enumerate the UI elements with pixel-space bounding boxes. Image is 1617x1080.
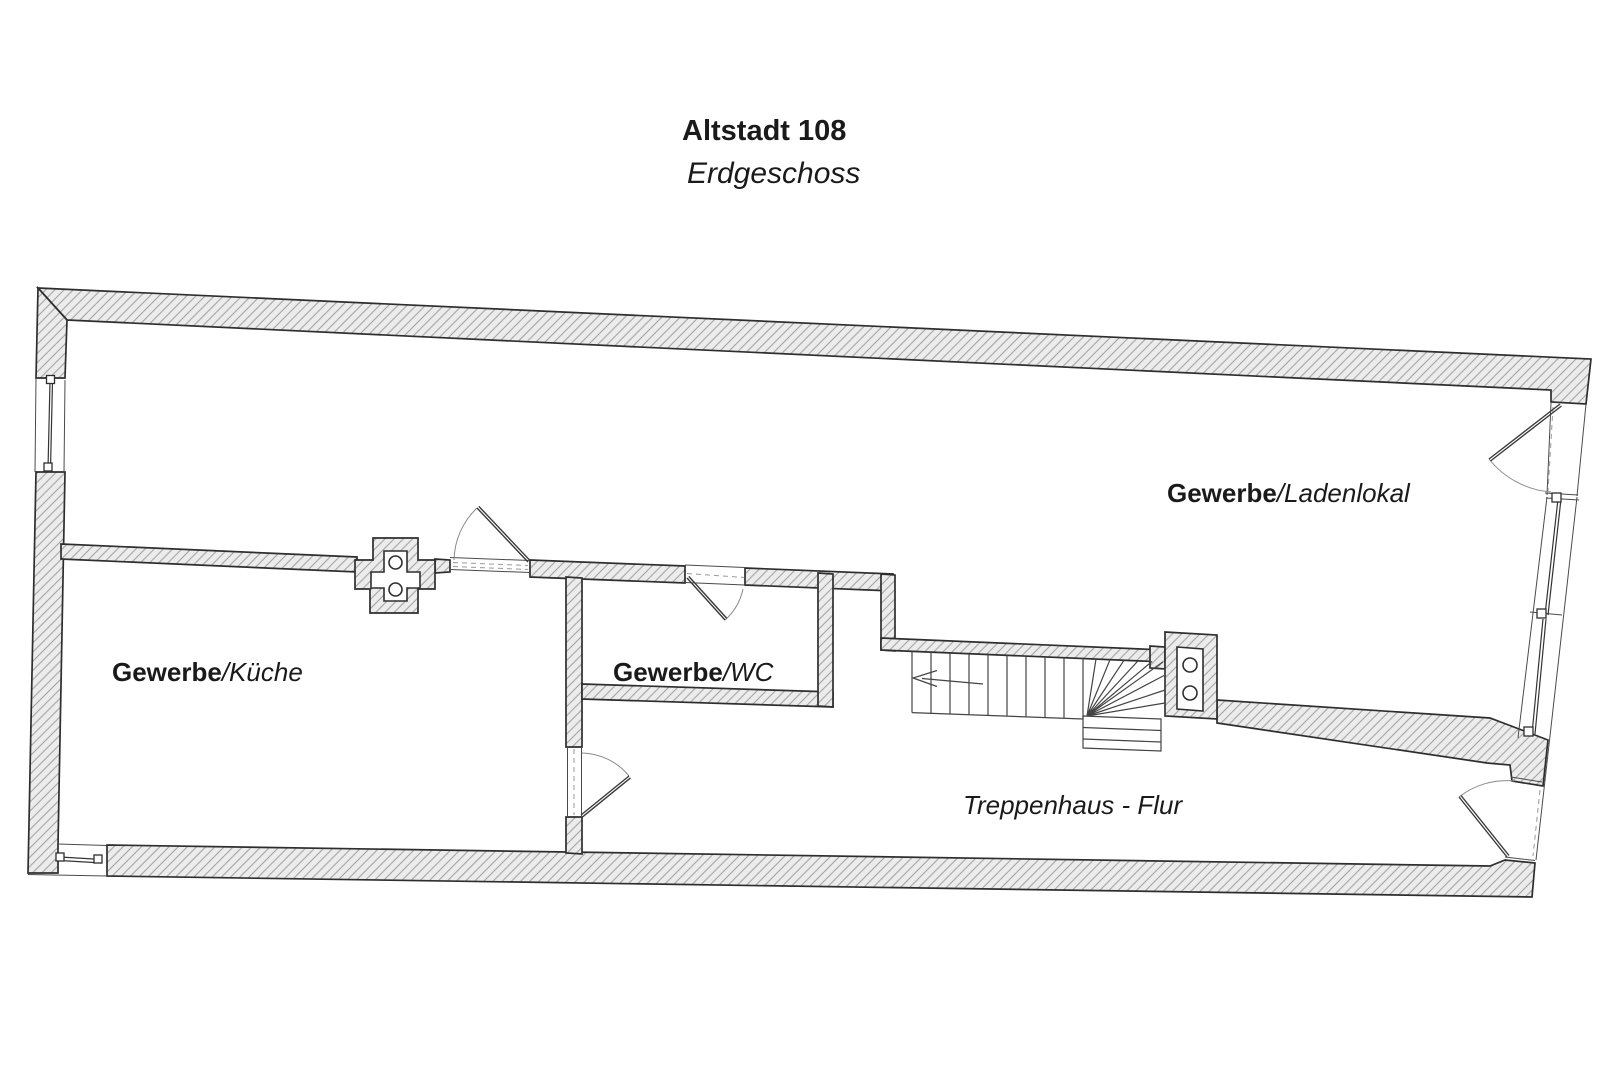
stair-bottom-steps bbox=[1082, 715, 1162, 752]
wall-left-upper bbox=[35, 285, 68, 379]
chimneys bbox=[354, 537, 1218, 720]
door-hall-entrance bbox=[1458, 776, 1543, 861]
window-storefront-right bbox=[1517, 402, 1587, 861]
wall-kueche-divider-lower bbox=[565, 816, 583, 855]
door-shop-entrance bbox=[1488, 403, 1562, 493]
building-footprint bbox=[28, 288, 1591, 897]
door-wc bbox=[684, 564, 746, 621]
wall-kueche-divider-upper bbox=[565, 576, 583, 748]
plan-title: Altstadt 108 bbox=[682, 115, 846, 147]
room-label-wc: Gewerbe/WC bbox=[613, 657, 774, 687]
wall-wc-right bbox=[817, 572, 834, 708]
windows bbox=[27, 374, 1587, 877]
wall-left-lower bbox=[27, 471, 66, 874]
room-label-ladenlokal: Gewerbe/Ladenlokal bbox=[1167, 478, 1411, 508]
room-label-kueche: Gewerbe/Küche bbox=[112, 657, 303, 687]
window-bottom-left bbox=[27, 843, 108, 877]
chimney-stairs-flue-1 bbox=[1182, 657, 1198, 673]
staircase bbox=[911, 651, 1166, 752]
chimney-kueche-flue-2 bbox=[388, 582, 403, 597]
walls bbox=[27, 285, 1592, 898]
stairs-direction-arrow bbox=[911, 669, 984, 688]
plan-subtitle: Erdgeschoss bbox=[687, 157, 860, 190]
chimney-stairs-cavity bbox=[1176, 646, 1204, 712]
chimney-stairs-flue-2 bbox=[1182, 685, 1198, 701]
chimney-kueche-flue-cavity bbox=[370, 550, 421, 602]
chimney-kueche-flue-1 bbox=[388, 555, 403, 570]
wall-stub-chimney-door bbox=[434, 558, 451, 574]
doors bbox=[449, 403, 1562, 861]
room-label-treppenhaus-flur: Treppenhaus - Flur bbox=[963, 790, 1184, 820]
labels: Altstadt 108 Erdgeschoss Gewerbe/Ladenlo… bbox=[112, 115, 1411, 820]
door-kueche-flur bbox=[567, 747, 631, 818]
stair-treads bbox=[911, 651, 1084, 720]
window-left-wall bbox=[34, 374, 66, 473]
door-kueche bbox=[449, 505, 531, 573]
stair-winder-fan bbox=[1086, 659, 1166, 717]
